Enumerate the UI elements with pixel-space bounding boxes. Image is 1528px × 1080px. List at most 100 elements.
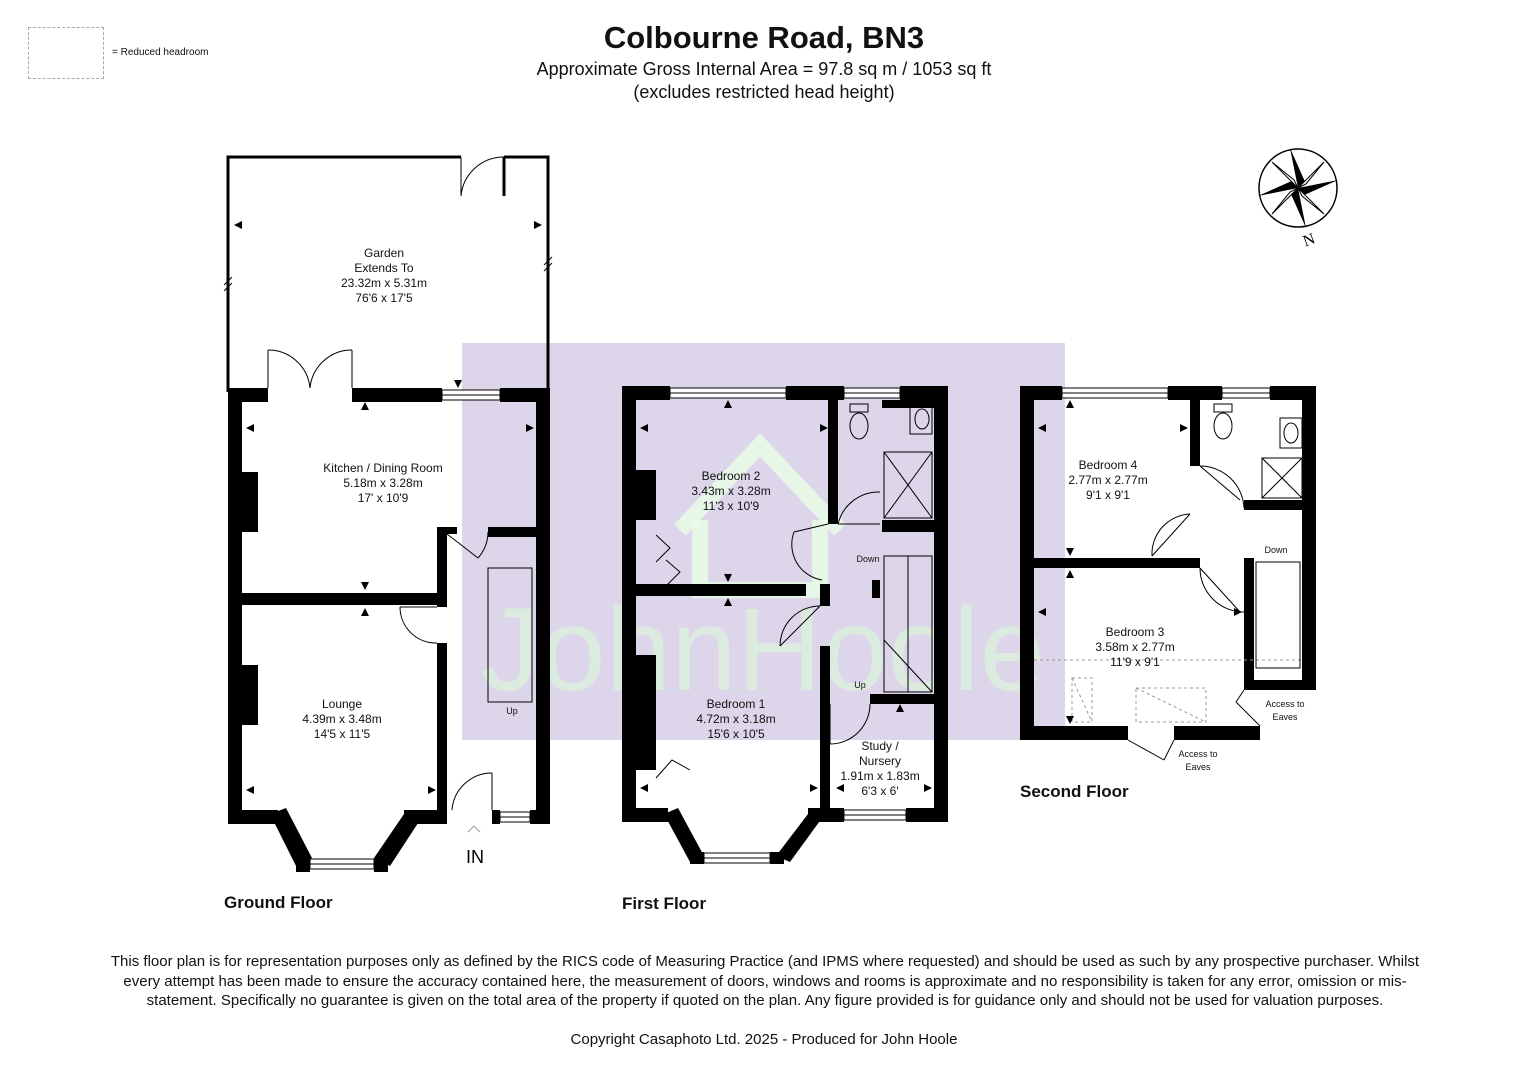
study-door-icon bbox=[829, 703, 871, 745]
second-walls bbox=[1020, 386, 1316, 740]
svg-text:6'3 x 6': 6'3 x 6' bbox=[861, 784, 898, 798]
watermark-text: JohnHoole bbox=[481, 584, 1045, 716]
ground-walls bbox=[228, 388, 550, 824]
first-windows bbox=[669, 387, 907, 821]
first-stairs-down-label: Down bbox=[856, 554, 879, 564]
svg-text:17' x 10'9: 17' x 10'9 bbox=[358, 491, 409, 505]
toilet-icon bbox=[1213, 403, 1233, 440]
gross-area-line: Approximate Gross Internal Area = 97.8 s… bbox=[536, 59, 992, 79]
garden-break-marks bbox=[223, 256, 553, 292]
window-icon bbox=[703, 852, 771, 864]
second-stairs-down-label: Down bbox=[1264, 545, 1287, 555]
svg-text:11'3 x 10'9: 11'3 x 10'9 bbox=[703, 499, 760, 513]
ground-dimension-arrows bbox=[234, 221, 542, 794]
bedroom2-door-icon bbox=[791, 523, 829, 581]
eaves-access-label-bottom: Access to Eaves bbox=[1178, 749, 1217, 772]
kitchen-door-icon bbox=[446, 531, 489, 559]
copyright-text: Copyright Casaphoto Ltd. 2025 - Produced… bbox=[570, 1031, 958, 1048]
plan-title: Colbourne Road, BN3 bbox=[603, 20, 925, 55]
compass-icon bbox=[1258, 148, 1338, 228]
window-icon bbox=[309, 858, 375, 870]
first-floor-plan bbox=[622, 386, 948, 864]
ground-stairs-up-label: Up bbox=[506, 706, 518, 716]
first-stairs-up-label: Up bbox=[854, 680, 866, 690]
bedroom4-door-icon bbox=[1151, 513, 1191, 557]
svg-text:3.58m x 2.77m: 3.58m x 2.77m bbox=[1095, 640, 1174, 654]
bathroom-door-icon bbox=[837, 491, 881, 525]
second-dimension-arrows bbox=[1038, 400, 1242, 724]
svg-text:Access to: Access to bbox=[1178, 749, 1217, 759]
first-floor-title: First Floor bbox=[622, 894, 706, 913]
entrance-arrow-icon bbox=[467, 825, 481, 833]
watermark-panel bbox=[462, 343, 1065, 740]
lounge-label: Lounge 4.39m x 3.48m 14'5 x 11'5 bbox=[302, 697, 381, 741]
ground-floor-plan bbox=[223, 155, 553, 872]
svg-text:Lounge: Lounge bbox=[322, 697, 362, 711]
eaves-access-label-right: Access to Eaves bbox=[1265, 699, 1304, 722]
basin-icon bbox=[909, 403, 933, 435]
ground-stairs-icon bbox=[487, 567, 533, 703]
basin-icon bbox=[1279, 417, 1303, 449]
hall-window-icon bbox=[499, 811, 531, 823]
bedroom1-label: Bedroom 1 4.72m x 3.18m 15'6 x 10'5 bbox=[696, 697, 775, 741]
svg-text:76'6 x 17'5: 76'6 x 17'5 bbox=[355, 291, 413, 305]
french-doors-door-icon bbox=[267, 349, 353, 389]
svg-text:3.43m x 3.28m: 3.43m x 3.28m bbox=[691, 484, 770, 498]
shower-icon bbox=[1261, 457, 1303, 499]
kitchen-dining-label: Kitchen / Dining Room 5.18m x 3.28m 17' … bbox=[323, 461, 442, 505]
bedroom1-bay-window bbox=[664, 808, 822, 864]
compass-north-label: N bbox=[1301, 230, 1318, 250]
second-floor-plan bbox=[1020, 386, 1316, 761]
toilet-icon bbox=[849, 403, 869, 440]
eaves-access-door-icons bbox=[1127, 689, 1261, 761]
svg-text:5.18m x 3.28m: 5.18m x 3.28m bbox=[343, 476, 422, 490]
second-windows bbox=[1061, 387, 1271, 399]
area-note-line: (excludes restricted head height) bbox=[633, 82, 895, 102]
first-walls bbox=[622, 386, 948, 822]
svg-text:Bedroom 2: Bedroom 2 bbox=[702, 469, 761, 483]
svg-text:Eaves: Eaves bbox=[1185, 762, 1211, 772]
svg-text:2.77m x 2.77m: 2.77m x 2.77m bbox=[1068, 473, 1147, 487]
svg-text:Garden: Garden bbox=[364, 246, 404, 260]
bedroom2-label: Bedroom 2 3.43m x 3.28m 11'3 x 10'9 bbox=[691, 469, 770, 513]
garden-gate-door-icon bbox=[460, 156, 505, 197]
bedroom3-label: Bedroom 3 3.58m x 2.77m 11'9 x 9'1 bbox=[1095, 625, 1174, 669]
bedroom4-label: Bedroom 4 2.77m x 2.77m 9'1 x 9'1 bbox=[1068, 458, 1147, 502]
reduced-headroom-swatch bbox=[28, 27, 104, 79]
lounge-door-icon bbox=[399, 606, 438, 644]
svg-text:Extends To: Extends To bbox=[354, 261, 413, 275]
garden-label: Garden Extends To 23.32m x 5.31m 76'6 x … bbox=[341, 246, 427, 305]
svg-text:Access to: Access to bbox=[1265, 699, 1304, 709]
first-dimension-arrows bbox=[640, 400, 932, 792]
bedroom3-door-icon bbox=[1199, 567, 1245, 613]
svg-text:Nursery: Nursery bbox=[859, 754, 901, 768]
ground-floor-title: Ground Floor bbox=[224, 893, 333, 912]
svg-text:Bedroom 1: Bedroom 1 bbox=[707, 697, 766, 711]
svg-text:23.32m x 5.31m: 23.32m x 5.31m bbox=[341, 276, 427, 290]
svg-text:9'1 x 9'1: 9'1 x 9'1 bbox=[1086, 488, 1130, 502]
bathroom-door-icon bbox=[1199, 465, 1245, 509]
svg-text:Eaves: Eaves bbox=[1272, 712, 1298, 722]
first-stairs-icon bbox=[883, 555, 933, 693]
svg-text:4.72m x 3.18m: 4.72m x 3.18m bbox=[696, 712, 775, 726]
kitchen-window-icon bbox=[441, 389, 501, 401]
reduced-headroom-zone bbox=[1034, 659, 1302, 723]
study-nursery-label: Study / Nursery 1.91m x 1.83m 6'3 x 6' bbox=[840, 739, 919, 798]
second-stairs-icon bbox=[1255, 561, 1301, 669]
svg-text:1.91m x 1.83m: 1.91m x 1.83m bbox=[840, 769, 919, 783]
svg-text:15'6 x 10'5: 15'6 x 10'5 bbox=[707, 727, 765, 741]
shower-icon bbox=[883, 451, 933, 519]
wardrobe-door-icons bbox=[655, 534, 691, 779]
entrance-in-label: IN bbox=[466, 847, 484, 867]
svg-text:Kitchen / Dining Room: Kitchen / Dining Room bbox=[323, 461, 442, 475]
second-floor-title: Second Floor bbox=[1020, 782, 1129, 801]
svg-text:4.39m x 3.48m: 4.39m x 3.48m bbox=[302, 712, 381, 726]
garden-outline bbox=[226, 155, 550, 392]
lounge-bay-window bbox=[270, 808, 420, 872]
reduced-headroom-legend: = Reduced headroom bbox=[112, 47, 209, 58]
svg-text:14'5 x 11'5: 14'5 x 11'5 bbox=[314, 727, 371, 741]
svg-text:Study /: Study / bbox=[861, 739, 899, 753]
bedroom1-door-icon bbox=[779, 605, 821, 647]
svg-text:Bedroom 4: Bedroom 4 bbox=[1079, 458, 1138, 472]
